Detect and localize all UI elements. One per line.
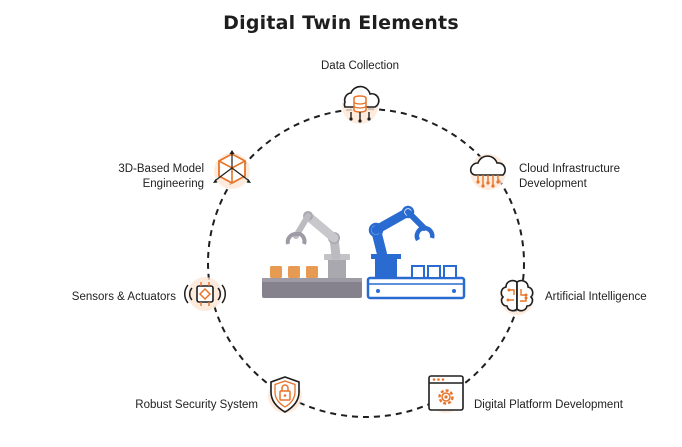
label-robust-security: Robust Security System <box>135 399 258 411</box>
robot-arms-illustration <box>262 205 466 300</box>
cloud-circuit-icon <box>469 154 507 190</box>
diagram-title: Digital Twin Elements <box>223 12 459 34</box>
label-3d-model-line1: 3D-Based Model <box>118 163 204 175</box>
grey-robot <box>262 211 362 298</box>
cloud-database-icon <box>342 85 380 124</box>
label-artificial-intelligence: Artificial Intelligence <box>545 291 647 303</box>
label-digital-platform: Digital Platform Development <box>474 399 623 411</box>
cube-3d-icon <box>213 150 251 189</box>
label-cloud-infrastructure-line1: Cloud Infrastructure <box>519 163 620 175</box>
blue-robot <box>366 205 466 300</box>
brain-circuit-icon <box>500 279 534 315</box>
label-data-collection: Data Collection <box>321 60 399 72</box>
browser-gear-icon <box>428 375 464 413</box>
label-sensors-actuators: Sensors & Actuators <box>71 291 176 303</box>
label-cloud-infrastructure-line2: Development <box>519 178 587 190</box>
label-3d-model-line2: Engineering <box>142 178 204 190</box>
sensor-signal-icon <box>184 277 226 311</box>
shield-lock-icon <box>268 376 302 413</box>
label-3d-model: 3D-Based Model Engineering <box>60 162 204 192</box>
label-cloud-infrastructure: Cloud Infrastructure Development <box>519 162 669 192</box>
